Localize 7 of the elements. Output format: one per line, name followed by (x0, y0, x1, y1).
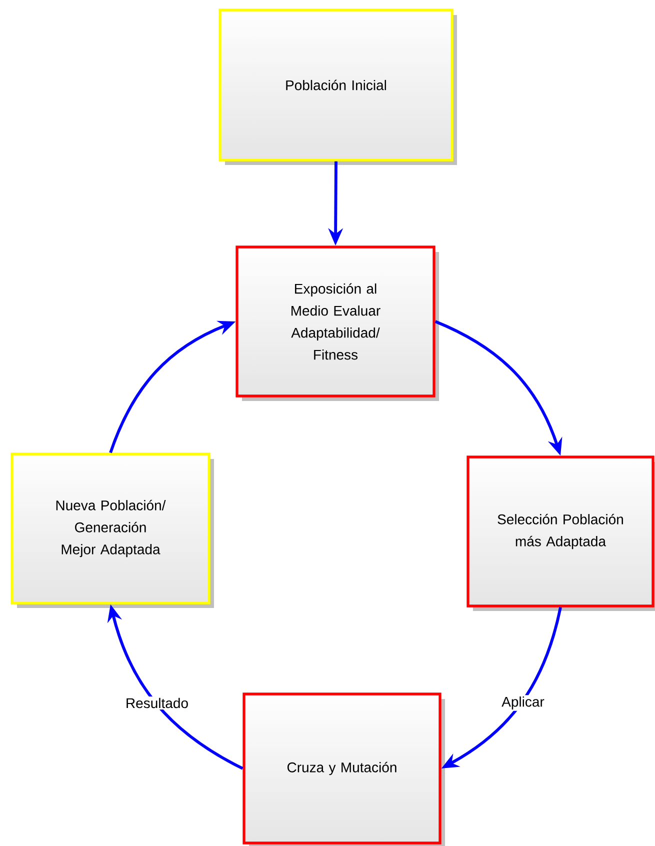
edge-label: Aplicar (500, 695, 546, 711)
process-box: Selección Población más Adaptada (466, 456, 655, 611)
process-box: Población Inicial (218, 8, 457, 165)
edge-label: Resultado (124, 696, 190, 710)
process-box: Cruza y Mutación (242, 692, 445, 846)
process-box: Nueva Población/ Generación Mejor Adaptada (10, 452, 214, 608)
process-box: Exposición al Medio Evaluar Adaptabilidad/ Fitness (236, 246, 439, 401)
